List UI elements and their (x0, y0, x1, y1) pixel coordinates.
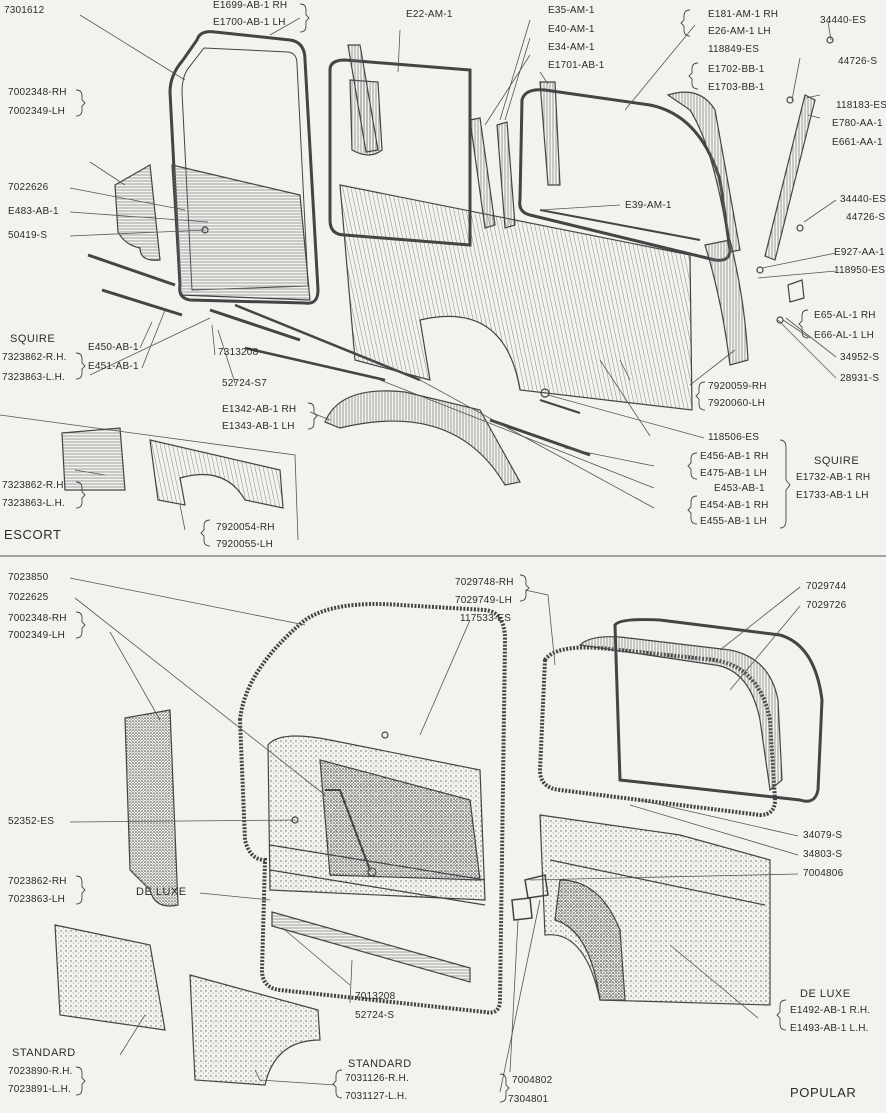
part-label: E66-AL-1 LH (814, 330, 875, 341)
part-label: 28931-S (840, 373, 880, 384)
part-label: 7029749-LH (455, 595, 513, 606)
part-label: E453-AB-1 (714, 483, 765, 494)
part-label: 34440-ES (820, 15, 867, 26)
part-label: E22-AM-1 (406, 9, 453, 20)
part-label: E483-AB-1 (8, 206, 59, 217)
part-label: 7023863-LH (8, 894, 66, 905)
part-label: E1701-AB-1 (548, 60, 605, 71)
part-label: E475-AB-1 LH (700, 468, 767, 479)
part-label: 52352-ES (8, 816, 55, 827)
part-label: E1733-AB-1 LH (796, 490, 869, 501)
section-heading: DE LUXE (136, 886, 187, 898)
part-label: 34079-S (803, 830, 843, 841)
bottom-braces (75, 574, 787, 1103)
part-label: 7920059-RH (708, 381, 767, 392)
part-label: 7031126-R.H. (345, 1073, 409, 1084)
part-label: 7031127-L.H. (345, 1091, 408, 1102)
part-label: 7023862-RH (8, 876, 67, 887)
part-label: 50419-S (8, 230, 48, 241)
part-label: E454-AB-1 RH (700, 500, 769, 511)
part-label: E34-AM-1 (548, 42, 595, 53)
part-label: 7023891-L.H. (8, 1084, 72, 1095)
part-label: 118183-ES (836, 100, 886, 111)
part-label: E26-AM-1 LH (708, 26, 771, 37)
part-label: 7004806 (803, 868, 844, 879)
section-heading: DE LUXE (800, 988, 851, 1000)
part-label: 118849-ES (708, 44, 760, 55)
part-label: 7029748-RH (455, 577, 514, 588)
part-label: E65-AL-1 RH (814, 310, 876, 321)
part-label: E451-AB-1 (88, 361, 139, 372)
bottom-section-artwork (54, 602, 824, 1086)
part-label: 7002349-LH (8, 106, 66, 117)
part-label: 44726-S (846, 212, 886, 223)
part-label: E661-AA-1 (832, 137, 883, 148)
part-label: 7002349-LH (8, 630, 66, 641)
section-heading: ESCORT (4, 527, 62, 542)
part-label: 52724-S (355, 1010, 395, 1021)
part-label: 7323862-R.H. (2, 352, 67, 363)
part-label: E1700-AB-1 LH (213, 17, 286, 28)
part-label: 117533-ES (460, 613, 512, 624)
part-label: E450-AB-1 (88, 342, 139, 353)
part-label: 7023850 (8, 572, 49, 583)
section-heading: STANDARD (348, 1058, 412, 1070)
top-braces (75, 3, 809, 547)
part-label: 7920054-RH (216, 522, 275, 533)
part-label: 7313208 (218, 347, 259, 358)
part-label: 118950-ES (834, 265, 886, 276)
part-label: E455-AB-1 LH (700, 516, 767, 527)
part-label: 52724-S7 (222, 378, 267, 389)
part-label: E40-AM-1 (548, 24, 595, 35)
part-label: 7323862-R.H. (2, 480, 67, 491)
part-label: 7323863-L.H. (2, 498, 66, 509)
part-label: 7301612 (4, 5, 45, 16)
part-label: 7022626 (8, 182, 49, 193)
part-label: E35-AM-1 (548, 5, 595, 16)
part-label: E39-AM-1 (625, 200, 672, 211)
part-label: 7022625 (8, 592, 49, 603)
part-label: 7029726 (806, 600, 847, 611)
part-label: 7920055-LH (216, 539, 274, 550)
part-label: E1732-AB-1 RH (796, 472, 871, 483)
part-label: 7029744 (806, 581, 847, 592)
part-label: 7920060-LH (708, 398, 766, 409)
section-heading: STANDARD (12, 1047, 76, 1059)
part-label: E927-AA-1 (834, 247, 885, 258)
part-label: 7013208 (355, 991, 396, 1002)
section-heading: SQUIRE (814, 455, 860, 467)
part-label: E1699-AB-1 RH (213, 0, 288, 11)
part-label: E1342-AB-1 RH (222, 404, 297, 415)
part-label: 7004802 (512, 1075, 553, 1086)
part-label: 34952-S (840, 352, 880, 363)
part-label: 7323863-L.H. (2, 372, 66, 383)
part-label: 34803-S (803, 849, 843, 860)
section-heading: POPULAR (790, 1085, 857, 1100)
part-label: E456-AB-1 RH (700, 451, 769, 462)
part-label: 34440-ES (840, 194, 886, 205)
bottom-leader-lines (69, 577, 801, 1093)
part-label: 7002348-RH (8, 87, 67, 98)
part-label: 44726-S (838, 56, 878, 67)
part-label: 7023890-R.H. (8, 1066, 73, 1077)
part-label: E1703-BB-1 (708, 82, 765, 93)
part-label: 7002348-RH (8, 613, 67, 624)
part-label: E1493-AB-1 L.H. (790, 1023, 869, 1034)
part-label: E1492-AB-1 R.H. (790, 1005, 871, 1016)
part-label: E780-AA-1 (832, 118, 883, 129)
part-label: E181-AM-1 RH (708, 9, 779, 20)
section-heading: SQUIRE (10, 333, 56, 345)
top-section-artwork (61, 30, 834, 509)
part-label: E1343-AB-1 LH (222, 421, 295, 432)
part-label: E1702-BB-1 (708, 64, 765, 75)
top-leader-lines (0, 14, 837, 541)
part-label: 7304801 (508, 1094, 549, 1105)
part-label: 118506-ES (708, 432, 760, 443)
